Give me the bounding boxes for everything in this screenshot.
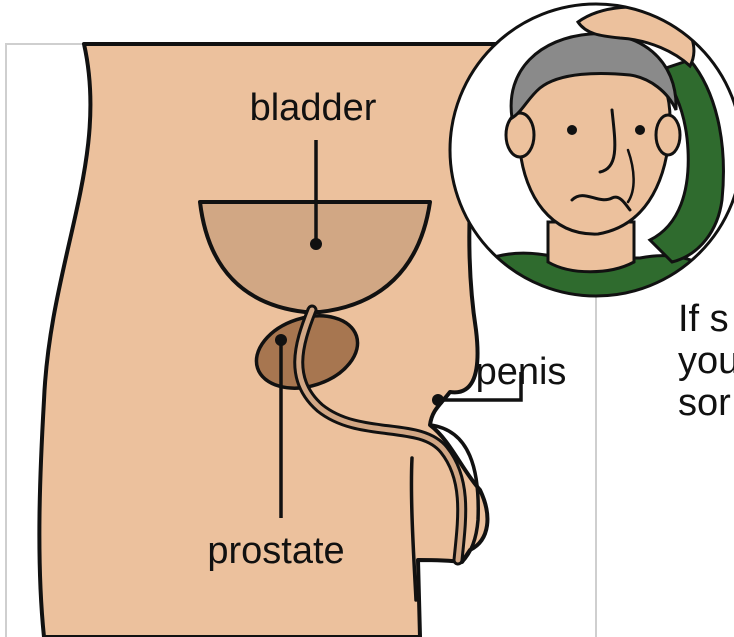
penis-pointer-dot [432,394,444,406]
caption-line: you [678,340,734,382]
bladder-label: bladder [250,87,377,129]
caption-line: If s [678,298,734,340]
prostate-pointer-dot [275,334,287,346]
prostate-label: prostate [207,530,344,572]
penis-label: penis [476,351,567,393]
caption-text: If s you sor [678,298,734,428]
caption-line: sor [678,382,734,424]
bladder-pointer-dot [310,238,322,250]
